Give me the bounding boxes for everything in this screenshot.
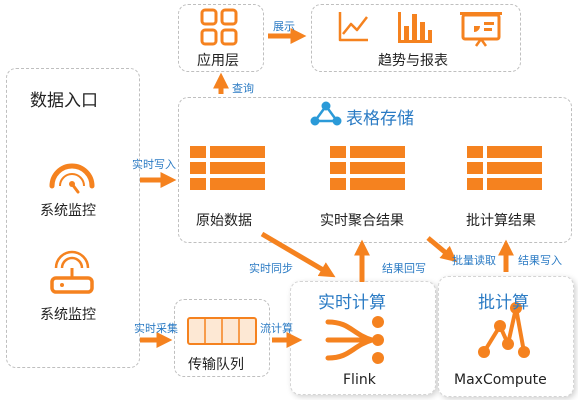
raw-data-table-icon (190, 146, 265, 190)
batch-result-label: 批计算结果 (466, 213, 536, 229)
table-storage-title: 表格存储 (346, 109, 414, 129)
raw-data-label: 原始数据 (196, 213, 252, 229)
flink-nodes (372, 316, 384, 364)
trend-chart-icon (338, 12, 368, 42)
data-entry-title: 数据入口 (30, 91, 98, 111)
reports-label: 趋势与报表 (378, 53, 448, 69)
realtime-agg-label: 实时聚合结果 (320, 213, 404, 229)
realtime-sync-label: 实时同步 (249, 262, 293, 275)
app-layer-label: 应用层 (197, 53, 239, 69)
bar-chart-icon (398, 12, 432, 43)
batch-compute-title: 批计算 (478, 293, 529, 313)
grid-apps-icon (200, 8, 238, 46)
realtime-compute-title: 实时计算 (318, 293, 386, 313)
maxcompute-label: MaxCompute (454, 372, 547, 388)
presentation-icon (460, 12, 502, 47)
batch-result-table-icon (467, 146, 542, 190)
result-write-label: 结果写入 (518, 254, 562, 267)
maxcompute-icon (478, 302, 530, 358)
arrow-realtime-sync (260, 231, 336, 278)
realtime-collect-label: 实时采集 (134, 322, 178, 335)
table-storage-icon (310, 101, 342, 126)
router-icon (50, 250, 94, 294)
monitor-bottom-label: 系统监控 (40, 307, 96, 323)
flink-icon (325, 319, 375, 361)
stream-compute-label: 流计算 (260, 322, 293, 335)
queue-icon (187, 317, 257, 345)
arrow-batch-read (426, 236, 457, 263)
show-label: 展示 (273, 20, 295, 33)
realtime-agg-table-icon (330, 146, 405, 190)
flink-label: Flink (343, 372, 376, 388)
data-entry-panel (6, 68, 140, 368)
result-writeback-label: 结果回写 (382, 262, 426, 275)
gauge-icon (49, 163, 95, 194)
queue-label: 传输队列 (188, 357, 244, 373)
query-label: 查询 (232, 82, 254, 95)
realtime-write-label: 实时写入 (132, 158, 176, 171)
batch-read-label: 批量读取 (452, 254, 496, 267)
monitor-top-label: 系统监控 (40, 203, 96, 219)
